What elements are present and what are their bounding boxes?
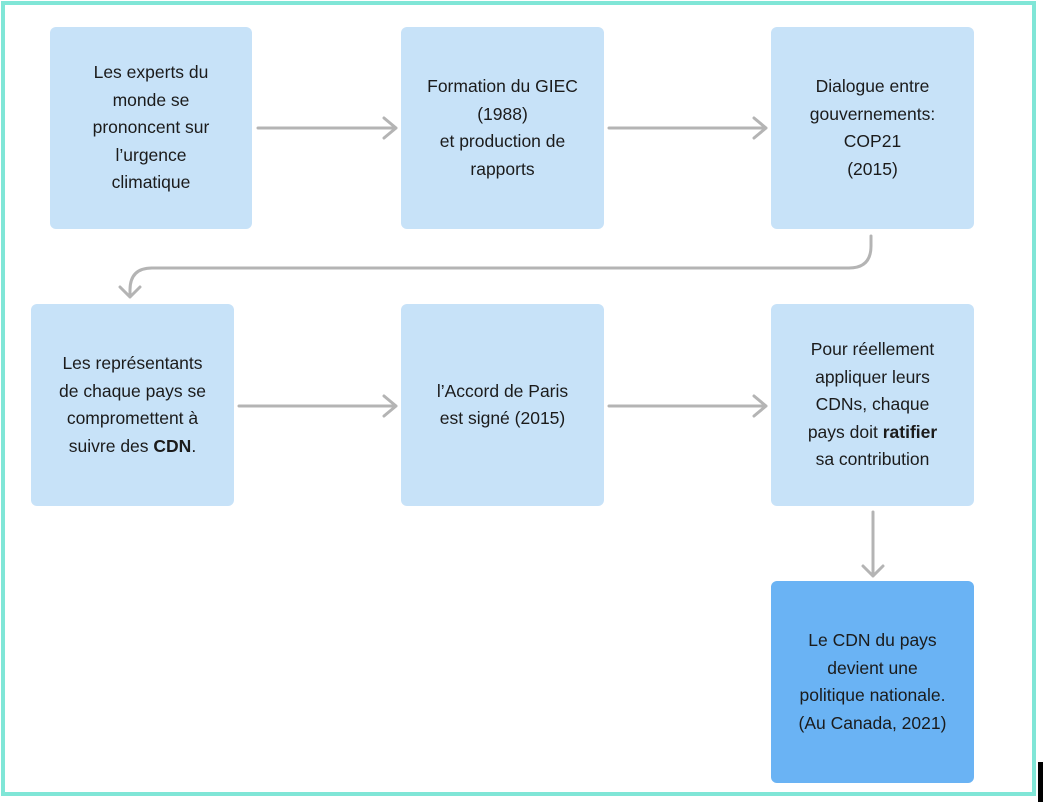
node-politique-nationale-text: Le CDN du pays devient une politique nat… (799, 627, 947, 737)
text-run: Formation du GIEC (1988) et production d… (427, 76, 578, 179)
node-representants-text: Les représentants de chaque pays se comp… (59, 350, 206, 460)
text-run: . (191, 435, 197, 456)
text-run: sa contribution (815, 449, 930, 470)
arrow-n2-n3 (607, 116, 768, 140)
arrow-n5-n6 (607, 394, 768, 418)
arrow-n4-n5 (237, 394, 398, 418)
node-accord-paris: l’Accord de Paris est signé (2015) (401, 304, 604, 506)
corner-mark (1038, 762, 1043, 802)
node-ratifier: Pour réellement appliquer leurs CDNs, ch… (771, 304, 974, 506)
node-giec: Formation du GIEC (1988) et production d… (401, 27, 604, 229)
node-representants: Les représentants de chaque pays se comp… (31, 304, 234, 506)
node-politique-nationale: Le CDN du pays devient une politique nat… (771, 581, 974, 783)
text-run: Pour réellement appliquer leurs CDNs, ch… (807, 339, 935, 442)
node-ratifier-text: Pour réellement appliquer leurs CDNs, ch… (808, 336, 937, 474)
arrow-n6-n7 (861, 510, 885, 578)
text-run: Le CDN du pays devient une politique nat… (798, 630, 947, 733)
arrow-n1-n2 (256, 116, 398, 140)
arrow-n3-n4 (118, 234, 873, 299)
text-run: Les représentants de chaque pays se comp… (59, 353, 206, 456)
node-cop21-text: Dialogue entre gouvernements: COP21 (201… (810, 73, 936, 183)
node-experts-text: Les experts du monde se prononcent sur l… (93, 59, 210, 197)
text-run: Les experts du monde se prononcent sur l… (92, 62, 210, 193)
node-cop21: Dialogue entre gouvernements: COP21 (201… (771, 27, 974, 229)
text-run: l’Accord de Paris est signé (2015) (436, 380, 569, 429)
emphasis-text: ratifier (882, 421, 938, 442)
text-run: Dialogue entre gouvernements: COP21 (201… (809, 76, 936, 179)
node-accord-paris-text: l’Accord de Paris est signé (2015) (437, 378, 568, 433)
emphasis-text: CDN (153, 435, 192, 456)
node-giec-text: Formation du GIEC (1988) et production d… (427, 73, 578, 183)
node-experts: Les experts du monde se prononcent sur l… (50, 27, 252, 229)
